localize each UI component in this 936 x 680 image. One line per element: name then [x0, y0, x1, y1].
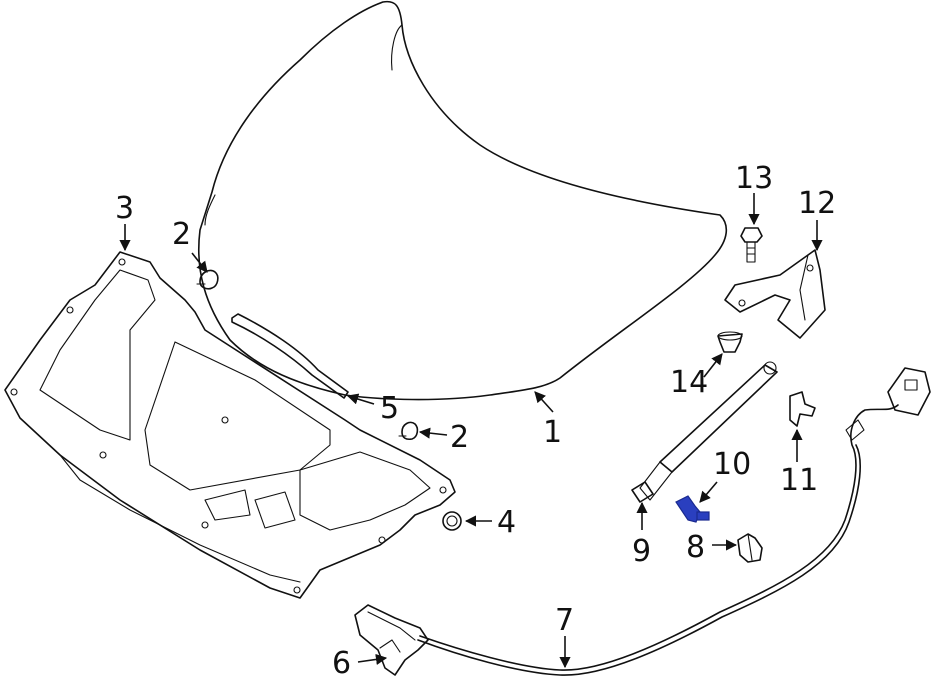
release-lever[interactable] [887, 367, 931, 416]
callout-12: 12 [798, 186, 836, 221]
release-handle[interactable] [789, 391, 816, 427]
callout-10: 10 [713, 447, 751, 482]
cable-clip[interactable] [737, 533, 763, 563]
callout-5: 5 [380, 391, 399, 426]
grommet[interactable] [442, 511, 462, 531]
lift-support-strut[interactable] [631, 361, 778, 503]
hood-bumper-lower[interactable] [398, 421, 419, 441]
retainer-clip[interactable] [717, 331, 743, 353]
leader-lines [119, 193, 823, 669]
callout-11: 11 [780, 463, 818, 498]
callout-8: 8 [686, 530, 705, 565]
callout-9: 9 [632, 534, 651, 569]
callout-4: 4 [497, 505, 516, 540]
hood-latch[interactable] [354, 604, 429, 676]
hood-seal[interactable] [231, 313, 349, 399]
release-cable[interactable] [417, 404, 899, 676]
callout-2b: 2 [450, 420, 469, 455]
hood-insulator[interactable] [4, 251, 456, 599]
hood-hinge[interactable] [724, 249, 826, 339]
callout-1: 1 [543, 415, 562, 450]
callout-14: 14 [670, 365, 708, 400]
callout-labels: 1 2 2 3 4 5 6 7 8 9 10 11 12 13 14 [115, 161, 836, 680]
strut-ball-stud[interactable] [675, 495, 710, 523]
callout-6: 6 [332, 646, 351, 680]
callout-13: 13 [735, 161, 773, 196]
callout-7: 7 [555, 603, 574, 638]
callout-3: 3 [115, 191, 134, 226]
hinge-bolt[interactable] [740, 227, 763, 263]
hood-panel[interactable] [197, 0, 728, 401]
callout-2a: 2 [172, 217, 191, 252]
